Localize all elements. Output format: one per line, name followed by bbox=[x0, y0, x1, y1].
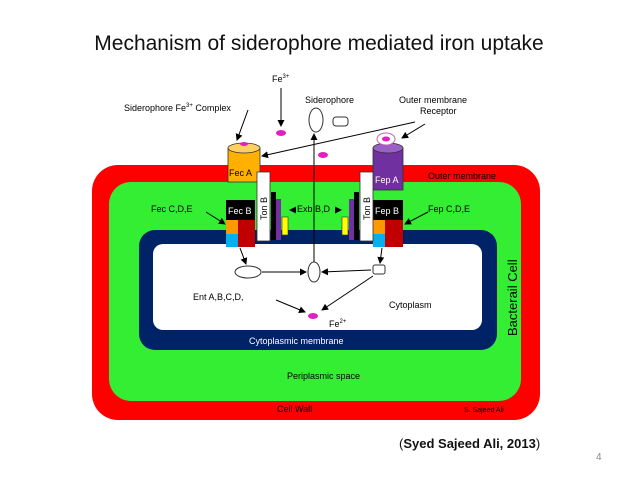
bacterial-cell-label: Bacterail Cell bbox=[505, 259, 520, 336]
siderophore-shape bbox=[308, 107, 324, 133]
fec-a-receptor bbox=[227, 147, 261, 183]
arrow-receptor-to-fec bbox=[261, 121, 416, 159]
iron-dot-center bbox=[318, 152, 328, 158]
exb-label: Exb B,D bbox=[297, 204, 331, 214]
ton-b-right-box bbox=[359, 171, 374, 242]
arrow-receptor-to-fep bbox=[401, 123, 426, 139]
fec-blue-block bbox=[226, 234, 238, 247]
outer-membrane-label: Outer membrane bbox=[428, 171, 496, 181]
ton-b-right-label: Ton B bbox=[362, 197, 372, 220]
fe3-label: Fe3+ bbox=[272, 74, 290, 84]
fep-a-receptor bbox=[372, 147, 404, 191]
left-yellow-block bbox=[281, 216, 289, 236]
fec-transporter bbox=[226, 142, 289, 247]
arrow-box-to-fe2 bbox=[321, 275, 374, 311]
pathway-arrows bbox=[205, 88, 429, 313]
citation: (Syed Sajeed Ali, 2013) bbox=[399, 436, 541, 451]
cytoplasm-label: Cytoplasm bbox=[389, 300, 432, 310]
left-black-bar bbox=[271, 192, 276, 240]
left-purple-bar bbox=[276, 199, 281, 240]
fep-b-label: Fep B bbox=[375, 206, 399, 216]
fep-orange-block bbox=[373, 220, 385, 234]
fec-orange-block bbox=[226, 220, 238, 234]
arrow-to-complex-label bbox=[235, 109, 249, 141]
ent-label: Ent A,B,C,D, bbox=[193, 292, 244, 302]
receptor-label-line1: Outer membrane bbox=[399, 95, 467, 105]
fep-blue-block bbox=[373, 234, 385, 247]
arrow-ent-to-fe2 bbox=[275, 299, 306, 313]
fe3-dot bbox=[276, 130, 286, 136]
arrow-fec-cde-pointer bbox=[205, 211, 226, 225]
fec-b-label: Fec B bbox=[228, 206, 252, 216]
right-yellow-block bbox=[341, 216, 349, 236]
author-signature: S. Sajeed Ali bbox=[464, 407, 504, 414]
receptor-label-line2: Receptor bbox=[420, 106, 457, 116]
receptor-iron-dot bbox=[382, 136, 390, 142]
fec-iron-dot bbox=[240, 142, 248, 146]
fec-b-box bbox=[226, 200, 255, 220]
citation-author: Syed Sajeed Ali, 2013 bbox=[403, 436, 536, 451]
arrow-fec-to-cytoplasm bbox=[239, 247, 248, 265]
fe2-dot bbox=[308, 313, 318, 319]
right-purple-bar bbox=[349, 199, 354, 240]
ton-b-left-box bbox=[256, 171, 271, 242]
fep-a-label: Fep A bbox=[375, 175, 399, 185]
siderophore-label: Siderophore bbox=[305, 95, 354, 105]
cytoplasm-complex-shape bbox=[234, 265, 262, 279]
fep-b-box bbox=[373, 200, 403, 220]
right-black-bar bbox=[354, 192, 359, 240]
cytoplasm-box-shape bbox=[372, 264, 386, 275]
arrow-fep-to-cytoplasm bbox=[377, 247, 385, 264]
cell-wall-label: Cell Wall bbox=[277, 404, 312, 414]
periplasmic-space-label: Periplasmic space bbox=[287, 371, 360, 381]
arrow-box-to-siderophore bbox=[321, 268, 372, 276]
page-number: 4 bbox=[596, 452, 602, 463]
fep-cde-label: Fep C,D,E bbox=[428, 204, 470, 214]
arrow-fep-cde-pointer bbox=[404, 211, 429, 225]
siderophore-complex-label: Siderophore Fe3+ Complex bbox=[124, 103, 231, 113]
fec-a-label: Fec A bbox=[229, 168, 252, 178]
fep-red-block bbox=[385, 220, 403, 247]
cytoplasm-region bbox=[153, 244, 482, 330]
fec-red-block bbox=[238, 220, 255, 247]
siderophore-box-shape bbox=[332, 116, 349, 127]
ton-b-left-label: Ton B bbox=[259, 197, 269, 220]
cytoplasm-siderophore-shape bbox=[307, 261, 321, 283]
fec-cde-label: Fec C,D,E bbox=[151, 204, 193, 214]
slide-title: Mechanism of siderophore mediated iron u… bbox=[94, 32, 544, 55]
fep-transporter bbox=[341, 142, 404, 247]
cytoplasmic-membrane-label: Cytoplasmic membrane bbox=[249, 336, 344, 346]
fe2-label: Fe2+ bbox=[329, 319, 347, 329]
